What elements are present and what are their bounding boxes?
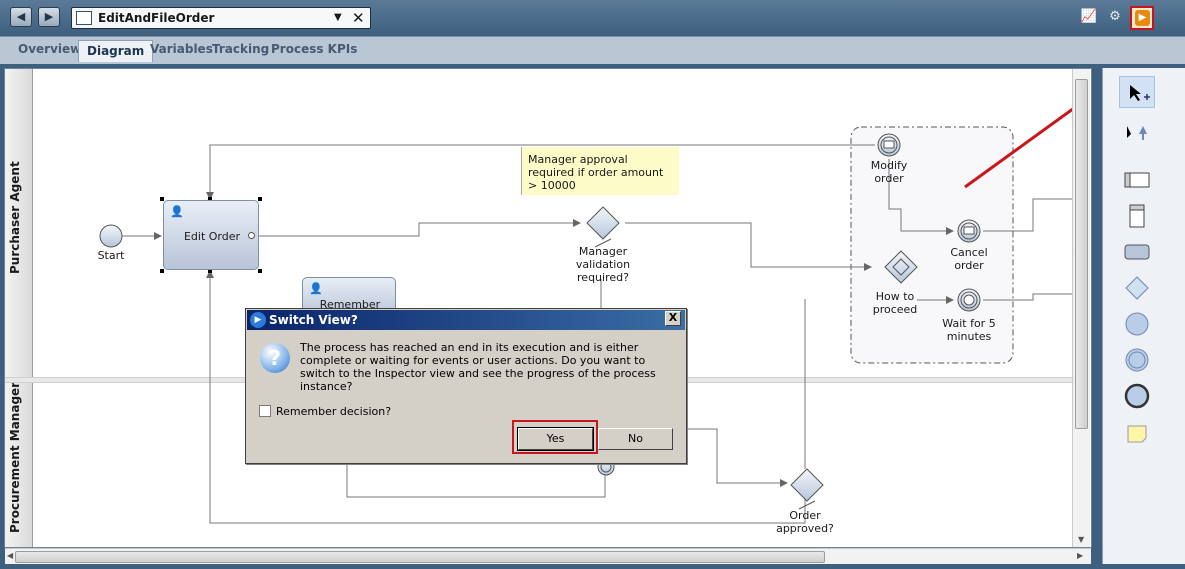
process-diagram bbox=[99, 106, 1073, 524]
task-edit-order[interactable]: 👤 Edit Order bbox=[163, 200, 259, 270]
bottom-border bbox=[0, 564, 1185, 569]
scroll-left-icon[interactable]: ◀ bbox=[7, 551, 14, 560]
tab-variables[interactable]: Variables bbox=[150, 42, 213, 56]
modify-order-label: Modify order bbox=[870, 159, 908, 185]
boundary-event-icon bbox=[248, 232, 255, 239]
lane-header-purchaser[interactable]: Purchaser Agent bbox=[5, 69, 33, 377]
note-tool[interactable] bbox=[1119, 418, 1155, 450]
gateway-approved-label: Order approved? bbox=[776, 509, 834, 535]
no-button[interactable]: No bbox=[598, 428, 673, 450]
gateway-approved[interactable] bbox=[790, 468, 824, 502]
connect-tool[interactable] bbox=[1119, 116, 1155, 148]
settings-icon[interactable]: ⚙ bbox=[1109, 9, 1121, 24]
close-icon[interactable]: ✕ bbox=[352, 9, 365, 27]
gateway-validation-label: Manager validation required? bbox=[575, 245, 631, 284]
chart-icon[interactable]: 📈 bbox=[1080, 9, 1098, 24]
chevron-down-icon[interactable]: ▼ bbox=[334, 12, 342, 23]
start-event-tool[interactable] bbox=[1119, 308, 1155, 340]
back-arrow-icon: ◀ bbox=[16, 10, 26, 23]
cancel-order-label: Cancel order bbox=[950, 246, 988, 272]
task-label: Remember bbox=[319, 298, 381, 311]
view-tabs: Overview Diagram Variables Tracking Proc… bbox=[0, 36, 1185, 64]
user-icon: 👤 bbox=[309, 282, 323, 295]
pool-horizontal-tool[interactable] bbox=[1119, 164, 1155, 196]
lane-header-procurement[interactable]: Procurement Manager bbox=[5, 382, 33, 547]
scroll-down-icon[interactable]: ▼ bbox=[1078, 535, 1085, 544]
remember-decision-label[interactable]: Remember decision? bbox=[276, 405, 392, 418]
select-tool[interactable] bbox=[1119, 76, 1155, 108]
title-bar: ◀ ▶ EditAndFileOrder ▼ ✕ 📈 ⚙ ▶ bbox=[0, 0, 1185, 36]
tab-diagram[interactable]: Diagram bbox=[78, 40, 154, 62]
pool-vertical-tool[interactable] bbox=[1119, 200, 1155, 232]
start-event[interactable] bbox=[99, 224, 123, 248]
tab-tracking[interactable]: Tracking bbox=[212, 42, 270, 56]
app-icon: ▶ bbox=[250, 312, 266, 328]
wait-label: Wait for 5 minutes bbox=[942, 317, 996, 343]
editor-tab[interactable]: EditAndFileOrder ▼ ✕ bbox=[71, 7, 371, 29]
yes-button[interactable]: Yes bbox=[517, 427, 594, 451]
editor-title: EditAndFileOrder bbox=[98, 11, 215, 25]
end-event-tool[interactable] bbox=[1119, 380, 1155, 412]
user-icon: 👤 bbox=[170, 205, 184, 218]
task-label: Edit Order bbox=[183, 230, 241, 243]
gateway-event-based[interactable] bbox=[884, 250, 918, 284]
gateway-tool[interactable] bbox=[1119, 272, 1155, 304]
scroll-thumb[interactable] bbox=[1075, 79, 1088, 429]
start-label: Start bbox=[97, 249, 125, 262]
run-button[interactable]: ▶ bbox=[1130, 6, 1154, 30]
dialog-title: Switch View? bbox=[269, 313, 358, 327]
task-tool[interactable] bbox=[1119, 236, 1155, 268]
question-icon: ? bbox=[260, 343, 290, 373]
tool-palette bbox=[1102, 68, 1185, 564]
back-button[interactable]: ◀ bbox=[10, 7, 32, 27]
dialog-title-bar[interactable]: ▶ Switch View? bbox=[247, 310, 685, 330]
scroll-thumb[interactable] bbox=[15, 551, 825, 563]
run-icon: ▶ bbox=[1135, 10, 1150, 26]
how-to-proceed-label: How to proceed bbox=[872, 290, 918, 316]
remember-decision-checkbox[interactable] bbox=[259, 405, 271, 417]
tab-overview[interactable]: Overview bbox=[18, 42, 82, 56]
scroll-right-icon[interactable]: ▶ bbox=[1077, 551, 1084, 560]
forward-button[interactable]: ▶ bbox=[38, 7, 60, 27]
dialog-message: The process has reached an end in its ex… bbox=[300, 341, 656, 393]
switch-view-dialog: ▶ Switch View? X ? The process has reach… bbox=[245, 308, 687, 464]
yes-highlight-box bbox=[512, 420, 598, 454]
intermediate-event-tool[interactable] bbox=[1119, 344, 1155, 376]
horizontal-scrollbar[interactable]: ◀ ▶ bbox=[5, 548, 1091, 564]
tab-process-kpis[interactable]: Process KPIs bbox=[271, 42, 358, 56]
annotation-note[interactable]: Manager approval required if order amoun… bbox=[521, 147, 679, 195]
vertical-scrollbar[interactable]: ▼ bbox=[1072, 69, 1090, 547]
dialog-close-button[interactable]: X bbox=[665, 311, 681, 326]
gateway-validation[interactable] bbox=[586, 206, 620, 240]
process-icon bbox=[76, 11, 92, 25]
forward-arrow-icon: ▶ bbox=[44, 10, 54, 23]
